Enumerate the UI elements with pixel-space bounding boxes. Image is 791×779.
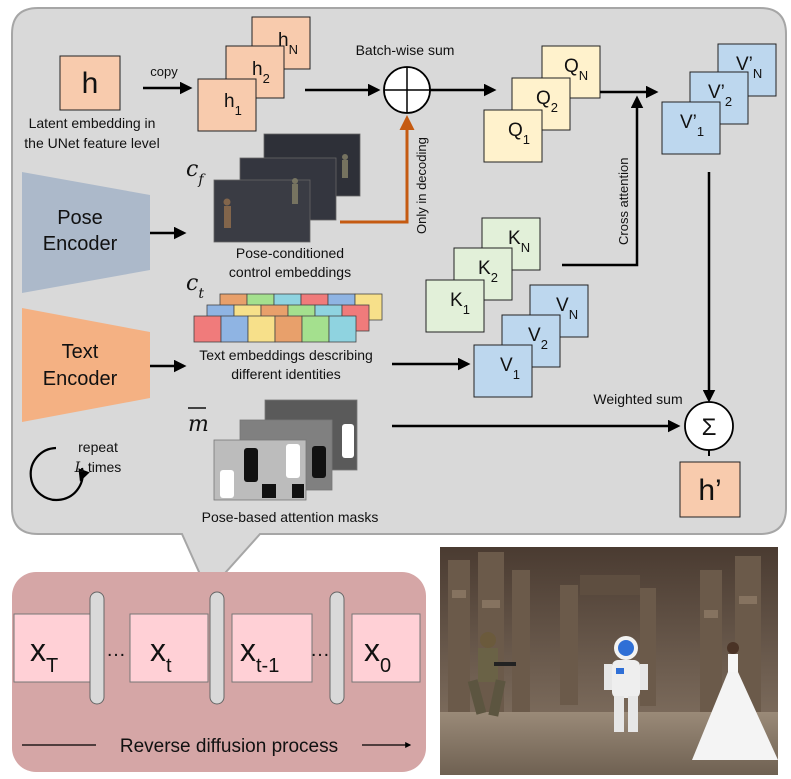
sigma-icon: Σ (702, 414, 717, 441)
x-0-label: x0 (364, 632, 391, 677)
text-caption-line1: Text embeddings describing (199, 347, 373, 363)
m-bar-symbol: m (188, 407, 209, 437)
q-card-n-label: QN (564, 56, 588, 83)
x-T-label: xT (30, 632, 58, 677)
pose-caption-line1: Pose-conditioned (236, 245, 344, 261)
x-t-label: xt (150, 632, 172, 677)
generated-result-image (440, 547, 778, 775)
x-T-box: xT (13, 613, 93, 683)
unet-block-2 (209, 591, 225, 705)
svg-text:m: m (188, 412, 209, 437)
embedding-strip-front (193, 315, 357, 343)
x-t-box: xt (129, 613, 209, 683)
v-stack: VN V2 V1 (473, 284, 589, 398)
weighted-sum-node: Σ (684, 401, 734, 451)
latent-h-label: h (82, 67, 99, 100)
embedding-cell (274, 315, 303, 343)
h-prime-box: h’ (679, 461, 741, 518)
q-card-1-label: Q1 (508, 120, 530, 147)
embedding-cell (301, 315, 330, 343)
x-0-box: x0 (351, 613, 421, 683)
attention-mask-images (213, 399, 358, 501)
embedding-cell (193, 315, 222, 343)
astronaut-figure (604, 636, 648, 732)
x-t-minus-1-label: xt-1 (240, 632, 279, 677)
copy-label: copy (150, 64, 178, 79)
q-stack: QN Q2 Q1 (483, 45, 601, 163)
latent-caption-line1: Latent embedding in (29, 115, 156, 131)
pose-encoder: Pose Encoder (22, 172, 150, 293)
decoding-only-arrow (340, 115, 415, 224)
h-card-n-label: hN (278, 30, 298, 57)
unet-block-1 (89, 591, 105, 705)
bride-figure (692, 642, 778, 760)
ct-symbol: ct (186, 271, 204, 302)
vprime-card-1-label: V’1 (680, 112, 704, 139)
text-encoder-line1: Text (62, 341, 99, 363)
v-card-1 (473, 344, 533, 398)
h-card-2-label: h2 (252, 59, 270, 86)
q-card-2-label: Q2 (536, 88, 558, 115)
pipeline-callout-panel (11, 7, 787, 594)
text-caption-line2: different identities (231, 366, 340, 382)
process-label: Reverse diffusion process (120, 736, 338, 757)
v-card-2-label: V2 (528, 325, 548, 352)
h-stack: hN h2 h1 (197, 16, 311, 132)
embedding-cell (247, 315, 276, 343)
k-card-1 (425, 279, 485, 333)
ellipsis-2: … (310, 639, 330, 661)
h-card-1 (197, 78, 257, 132)
ellipsis-1: … (106, 639, 126, 661)
vprime-card-n-label: V’N (736, 54, 762, 81)
batch-sum-label: Batch-wise sum (356, 42, 455, 58)
text-embedding-strips (193, 293, 383, 343)
latent-h-box: h (59, 55, 121, 111)
cross-attention-label: Cross attention (616, 158, 631, 245)
text-encoder: Text Encoder (22, 308, 150, 422)
mask-caption: Pose-based attention masks (202, 509, 379, 525)
repeat-line1: repeat (78, 439, 118, 455)
cf-symbol: cf (186, 157, 206, 188)
repeat-line2: L times (74, 459, 122, 476)
embedding-cell (328, 315, 357, 343)
embedding-cell (220, 315, 249, 343)
pose-encoder-line2: Encoder (43, 233, 118, 255)
k-card-n-label: KN (508, 228, 530, 255)
pose-encoder-line1: Pose (57, 207, 103, 229)
v-card-1-label: V1 (500, 355, 520, 382)
vprime-card-1 (661, 101, 721, 155)
unet-block-3 (329, 591, 345, 705)
latent-caption-line2: the UNet feature level (24, 135, 159, 151)
k-card-1-label: K1 (450, 290, 470, 317)
weighted-sum-label: Weighted sum (593, 391, 682, 407)
text-encoder-line2: Encoder (43, 368, 118, 390)
k-card-2-label: K2 (478, 258, 498, 285)
h-card-1-label: h1 (224, 91, 242, 118)
v-card-n-label: VN (556, 295, 578, 322)
soldier-figure (467, 632, 516, 717)
batch-sum-node (383, 66, 431, 114)
repeat-icon (29, 446, 90, 502)
cross-attention-arrow (562, 95, 644, 267)
vprime-card-2-label: V’2 (708, 82, 732, 109)
h-prime-label: h’ (698, 474, 721, 507)
pose-caption-line2: control embeddings (229, 264, 351, 280)
k-stack: KN K2 K1 (425, 217, 541, 333)
pose-embedding-images (213, 133, 361, 243)
v-prime-stack: V’N V’2 V’1 (661, 43, 777, 155)
process-label-bg (96, 730, 362, 760)
q-card-1 (483, 109, 543, 163)
x-t-minus-1-box: xt-1 (231, 613, 313, 683)
decoding-only-label: Only in decoding (414, 137, 429, 234)
